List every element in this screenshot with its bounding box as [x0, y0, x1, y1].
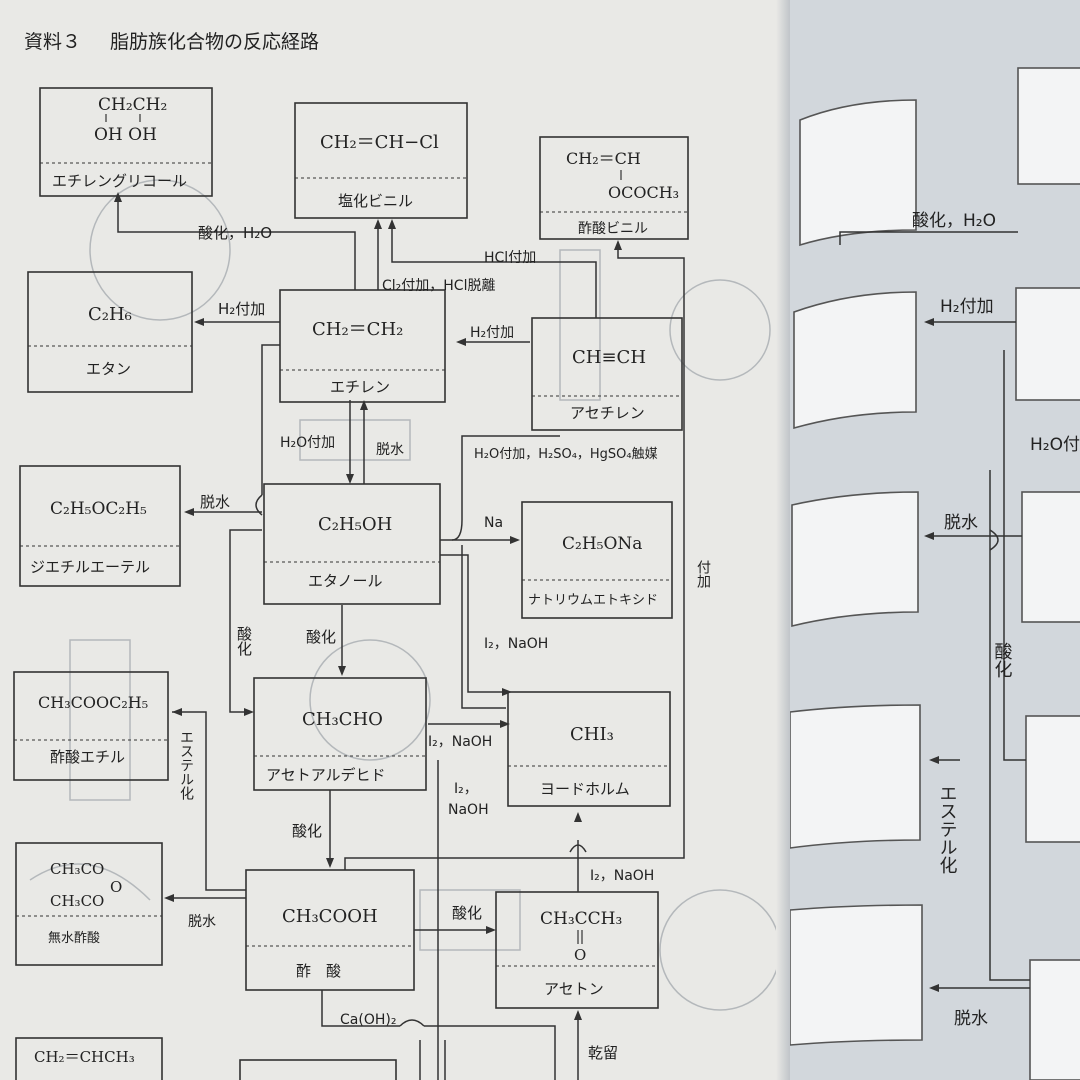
svg-text:エステル化: エステル化 [178, 730, 194, 801]
compound-propene: CH₂＝CHCH₃ [15, 1037, 397, 1080]
svg-text:OH OH: OH OH [94, 125, 157, 145]
svg-text:CH₂CH₂: CH₂CH₂ [98, 95, 167, 115]
compound-vinyl-acetate: CH₂＝CH OCOCH₃ 酢酸ビニル [539, 136, 689, 240]
compound-ethyl-acetate: CH₃COOC₂H₅ 酢酸エチル [13, 671, 169, 781]
svg-text:酸化，H₂O: 酸化，H₂O [198, 224, 272, 242]
svg-text:塩化ビニル: 塩化ビニル [338, 192, 413, 210]
svg-text:C₂H₅OH: C₂H₅OH [318, 514, 392, 535]
svg-text:CH₃CCH₃: CH₃CCH₃ [540, 909, 622, 929]
compound-diethyl-ether: C₂H₅OC₂H₅ ジエチルエーテル [19, 465, 181, 587]
svg-text:酢 酸: 酢 酸 [296, 962, 341, 980]
right-page-diagram: 酸化，H₂O H₂付加 H₂O付 脱水 酸化 エステル化 脱水 [790, 67, 1080, 1080]
svg-text:酸化: 酸化 [452, 904, 482, 922]
svg-text:NaOH: NaOH [448, 802, 489, 818]
svg-text:CH₂＝CH−Cl: CH₂＝CH−Cl [320, 132, 439, 153]
svg-text:Na: Na [484, 515, 503, 531]
compound-sodium-ethoxide: C₂H₅ONa ナトリウムエトキシド [521, 501, 673, 619]
svg-text:CH₃CHO: CH₃CHO [302, 709, 383, 730]
right-h2-addition-label: H₂付加 [940, 297, 994, 317]
svg-text:I₂，NaOH: I₂，NaOH [590, 868, 654, 884]
svg-text:CH₃CO: CH₃CO [50, 860, 104, 878]
svg-text:酸化: 酸化 [235, 626, 253, 656]
right-h2o-addition-label: H₂O付 [1030, 435, 1080, 455]
svg-text:O: O [574, 946, 586, 964]
svg-text:CH₃COOC₂H₅: CH₃COOC₂H₅ [38, 693, 148, 712]
right-oxidation-label: 酸化，H₂O [912, 211, 996, 231]
svg-text:脱水: 脱水 [200, 493, 230, 511]
svg-text:HCl付加: HCl付加 [484, 250, 536, 266]
svg-text:OCOCH₃: OCOCH₃ [608, 183, 679, 202]
svg-text:付加: 付加 [695, 560, 711, 589]
compound-ethylene: CH₂＝CH₂ エチレン [279, 289, 446, 403]
reaction-labels: 酸化，H₂O HCl付加 Cl₂付加，HCl脱離 H₂付加 H₂付加 H₂O付加… [178, 224, 711, 1062]
svg-text:乾留: 乾留 [588, 1044, 618, 1062]
svg-text:エチレン: エチレン [330, 378, 390, 396]
compound-ethane: C₂H₆ エタン [27, 271, 193, 393]
compound-acetic-anhydride: CH₃CO O CH₃CO 無水酢酸 [15, 842, 163, 966]
compound-acetaldehyde: CH₃CHO アセトアルデヒド [253, 677, 427, 791]
svg-text:脱水: 脱水 [376, 442, 404, 458]
svg-text:CH₃CO: CH₃CO [50, 892, 104, 910]
svg-text:C₂H₅ONa: C₂H₅ONa [562, 534, 642, 554]
svg-text:I₂，NaOH: I₂，NaOH [428, 734, 492, 750]
compound-iodoform: CHI₃ ヨードホルム [507, 691, 671, 807]
svg-text:H₂付加: H₂付加 [218, 300, 265, 318]
compound-acetic-acid: CH₃COOH 酢 酸 [245, 869, 415, 991]
compound-ethanol: C₂H₅OH エタノール [263, 483, 441, 605]
reaction-connectors [114, 192, 685, 1080]
compound-vinyl-chloride: CH₂＝CH−Cl 塩化ビニル [294, 102, 468, 219]
right-page-boxes [790, 67, 1080, 1080]
svg-text:CH₂＝CH: CH₂＝CH [566, 149, 641, 168]
background-show-through [29, 179, 781, 1011]
svg-text:H₂O付加: H₂O付加 [280, 435, 335, 451]
right-page-labels: 酸化，H₂O H₂付加 H₂O付 脱水 酸化 エステル化 脱水 [912, 211, 1080, 1029]
svg-text:エタノール: エタノール [308, 572, 383, 590]
svg-text:CH₂＝CH₂: CH₂＝CH₂ [312, 319, 403, 340]
svg-text:CH≡CH: CH≡CH [572, 347, 646, 368]
svg-text:酢酸ビニル: 酢酸ビニル [578, 221, 648, 237]
reaction-pathway-diagram: 資料３ 脂肪族化合物の反応経路 [13, 31, 781, 1080]
right-dehydration-label: 脱水 [944, 513, 978, 533]
svg-text:C₂H₅OC₂H₅: C₂H₅OC₂H₅ [50, 499, 147, 519]
svg-text:CHI₃: CHI₃ [570, 724, 614, 745]
compound-acetone: CH₃CCH₃ O アセトン [495, 891, 659, 1009]
svg-text:酢酸エチル: 酢酸エチル [50, 748, 125, 766]
right-page-connectors [839, 231, 1030, 992]
svg-text:酸化: 酸化 [306, 628, 336, 646]
right-dehydration-2-label: 脱水 [954, 1009, 988, 1029]
compound-acetylene: CH≡CH アセチレン [531, 317, 683, 431]
svg-text:無水酢酸: 無水酢酸 [48, 931, 100, 946]
svg-text:CH₃COOH: CH₃COOH [282, 906, 378, 927]
svg-text:O: O [110, 878, 122, 896]
svg-text:ジエチルエーテル: ジエチルエーテル [30, 558, 150, 576]
svg-text:アセトアルデヒド: アセトアルデヒド [266, 766, 386, 784]
svg-text:アセチレン: アセチレン [570, 404, 645, 422]
svg-text:H₂O付加，H₂SO₄，HgSO₄触媒: H₂O付加，H₂SO₄，HgSO₄触媒 [474, 447, 658, 462]
svg-text:ヨードホルム: ヨードホルム [540, 780, 630, 798]
svg-text:ナトリウムエトキシド: ナトリウムエトキシド [528, 593, 658, 608]
right-esterification-label: エステル化 [937, 784, 958, 874]
svg-text:エタン: エタン [86, 360, 131, 378]
document-title: 脂肪族化合物の反応経路 [110, 31, 319, 53]
compound-ethylene-glycol: CH₂CH₂ OH OH エチレングリコール [39, 87, 213, 197]
svg-text:アセトン: アセトン [544, 980, 604, 998]
svg-text:脱水: 脱水 [188, 914, 216, 930]
svg-text:Ca(OH)₂: Ca(OH)₂ [340, 1012, 396, 1028]
svg-text:Cl₂付加，HCl脱離: Cl₂付加，HCl脱離 [382, 277, 495, 294]
svg-text:CH₂＝CHCH₃: CH₂＝CHCH₃ [34, 1048, 135, 1066]
svg-text:I₂，: I₂， [454, 781, 478, 797]
left-page: 資料３ 脂肪族化合物の反応経路 [0, 0, 790, 1080]
svg-text:C₂H₆: C₂H₆ [88, 304, 132, 325]
svg-text:酸化: 酸化 [292, 822, 322, 840]
svg-text:エチレングリコール: エチレングリコール [52, 172, 187, 190]
right-oxidation-vertical-label: 酸化 [992, 642, 1013, 678]
svg-text:I₂，NaOH: I₂，NaOH [484, 636, 548, 652]
svg-text:H₂付加: H₂付加 [470, 325, 514, 341]
document-label: 資料３ [24, 31, 81, 53]
right-page: 酸化，H₂O H₂付加 H₂O付 脱水 酸化 エステル化 脱水 [790, 0, 1080, 1080]
